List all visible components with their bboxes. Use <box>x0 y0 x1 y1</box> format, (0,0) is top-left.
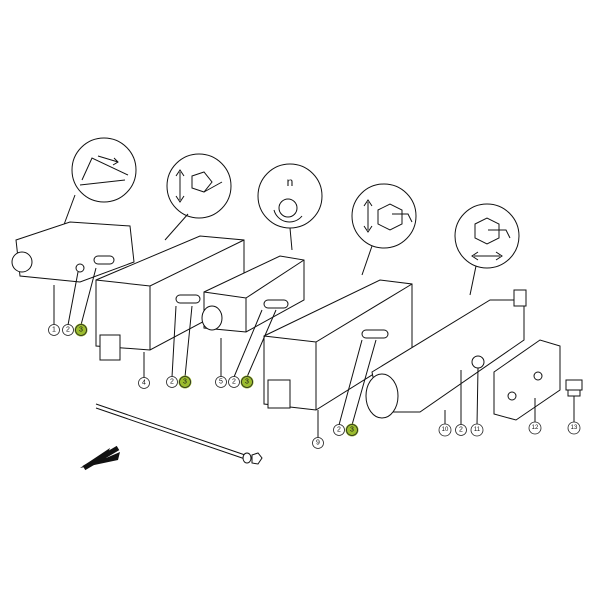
svg-text:13: 13 <box>571 425 578 431</box>
label-2: 2 <box>333 424 345 436</box>
label-10: 10 <box>438 423 452 437</box>
svg-text:3: 3 <box>79 327 83 334</box>
svg-text:3: 3 <box>183 379 187 386</box>
callout-rotation-speed: n <box>257 163 323 251</box>
hex-lift-icon <box>363 199 373 233</box>
valve-1 <box>11 221 135 283</box>
hex-shift-icon <box>474 217 500 245</box>
label-2: 2 <box>228 376 240 388</box>
label-1: 1 <box>48 324 60 336</box>
svg-text:10: 10 <box>442 427 449 433</box>
svg-text:4: 4 <box>142 380 146 387</box>
fitting-13 <box>565 379 583 397</box>
speed-n-symbol: n <box>287 175 294 189</box>
valve-4 <box>95 235 245 361</box>
label-3-highlighted: 3 <box>345 423 359 437</box>
svg-text:5: 5 <box>219 379 223 386</box>
svg-text:3: 3 <box>245 379 249 386</box>
callout-slide-angle <box>61 137 137 231</box>
svg-text:11: 11 <box>474 427 481 433</box>
label-2: 2 <box>62 324 74 336</box>
svg-text:2: 2 <box>459 427 463 434</box>
rotate-lift-icon <box>175 169 185 203</box>
direction-arrow <box>80 445 120 471</box>
valve-10 <box>365 289 527 419</box>
svg-text:2: 2 <box>66 327 70 334</box>
label-3-highlighted: 3 <box>240 375 254 389</box>
slide-angle-icon <box>79 157 129 186</box>
label-2: 2 <box>455 424 467 436</box>
plate-12 <box>493 339 561 421</box>
svg-text:3: 3 <box>350 427 354 434</box>
svg-text:1: 1 <box>52 327 56 334</box>
label-5: 5 <box>215 376 227 388</box>
svg-text:12: 12 <box>532 425 539 431</box>
svg-text:2: 2 <box>232 379 236 386</box>
rotation-speed-icon <box>278 198 298 218</box>
callout-hex-lift <box>351 183 417 276</box>
label-11: 11 <box>470 423 484 437</box>
label-3-highlighted: 3 <box>74 323 88 337</box>
svg-text:2: 2 <box>337 427 341 434</box>
label-12: 12 <box>528 421 542 435</box>
label-2: 2 <box>166 376 178 388</box>
svg-text:9: 9 <box>316 440 320 447</box>
part-labels: 1 2 3 4 2 3 5 2 3 9 2 3 10 2 11 12 13 <box>48 323 581 449</box>
svg-text:2: 2 <box>170 379 174 386</box>
valve-5 <box>201 255 305 333</box>
label-9: 9 <box>312 437 324 449</box>
callout-rotate-lift <box>164 153 232 241</box>
label-3-highlighted: 3 <box>178 375 192 389</box>
tie-rod <box>95 403 263 465</box>
callout-hex-shift <box>454 203 520 296</box>
label-4: 4 <box>138 377 150 389</box>
label-13: 13 <box>567 421 581 435</box>
